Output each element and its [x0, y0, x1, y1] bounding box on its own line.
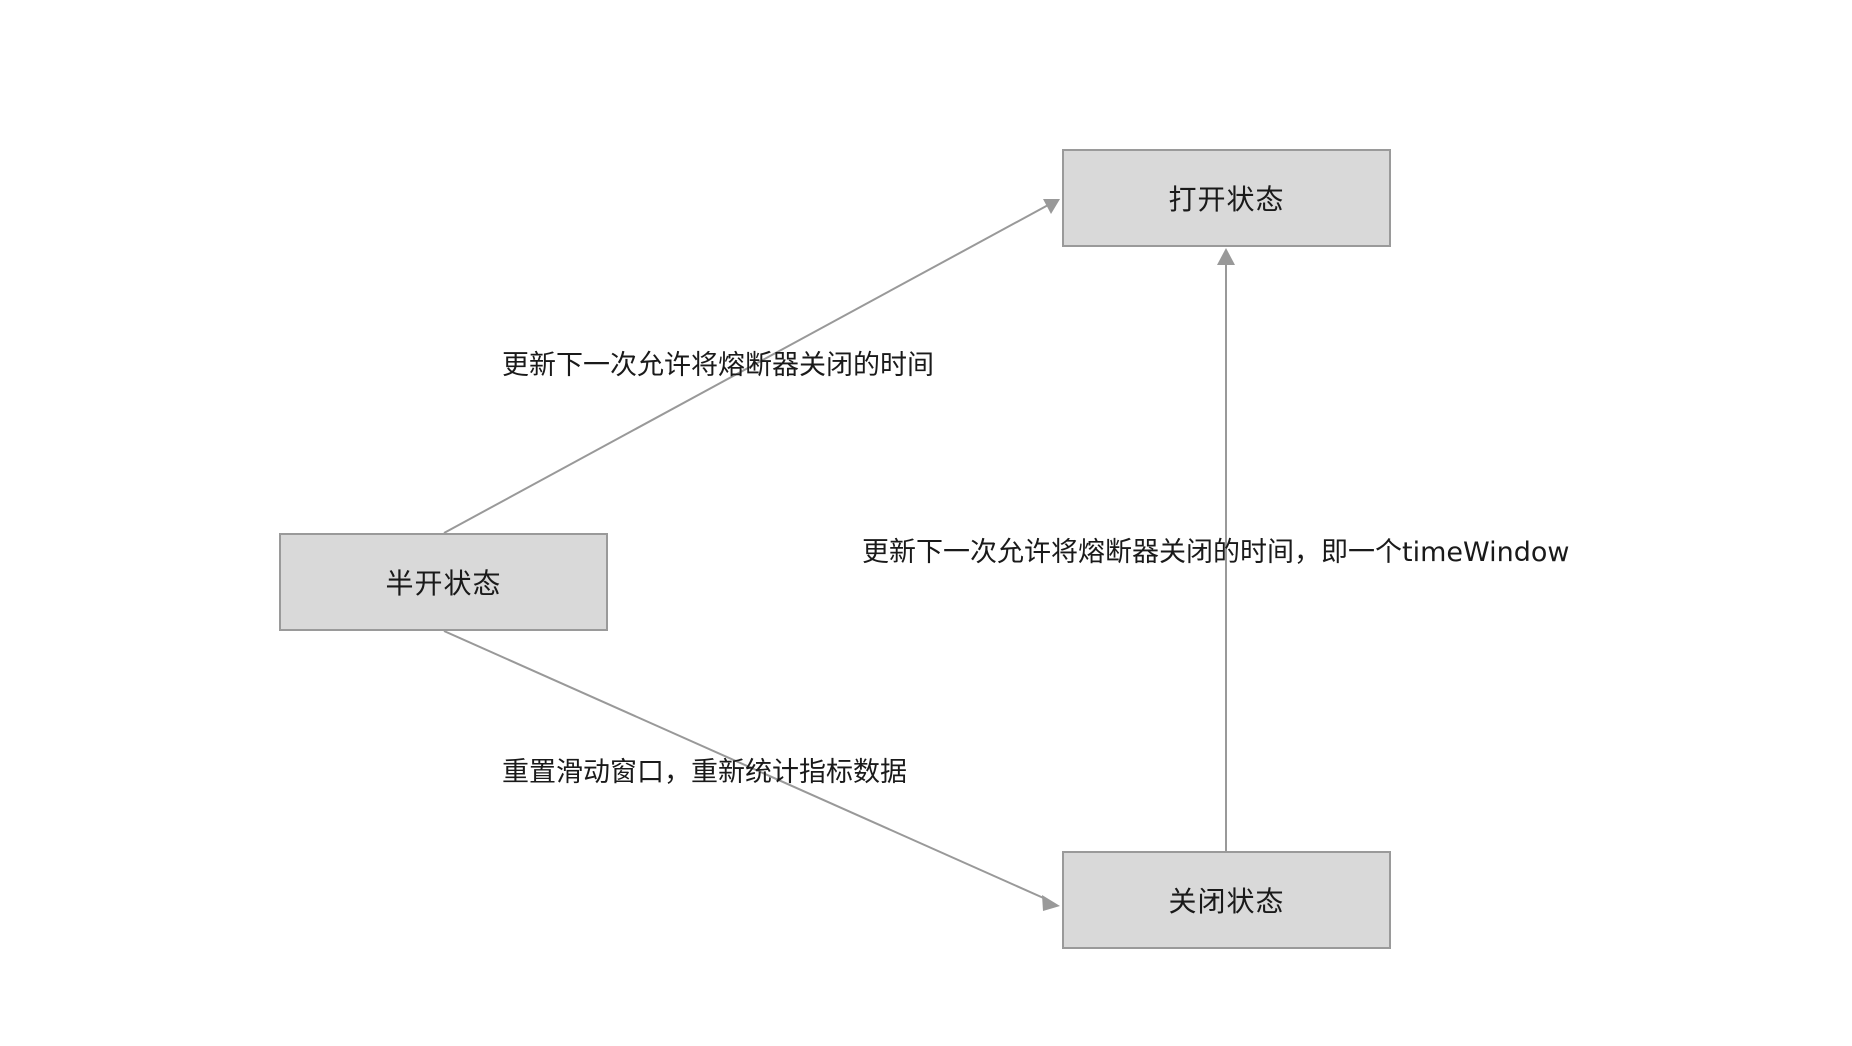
edge-label-half-to-closed: 重置滑动窗口，重新统计指标数据: [502, 757, 907, 788]
edge-half-to-closed: [443, 630, 1049, 901]
node-label: 半开状态: [385, 567, 502, 600]
arrowhead-icon: [1043, 199, 1060, 214]
arrowhead-icon: [1042, 895, 1060, 911]
node-open-state: 打开状态: [1062, 149, 1391, 247]
node-closed-state: 关闭状态: [1062, 851, 1391, 949]
node-label: 打开状态: [1168, 183, 1285, 216]
arrowhead-icon: [1217, 248, 1235, 265]
edge-label-half-to-open: 更新下一次允许将熔断器关闭的时间: [502, 350, 934, 381]
edge-half-to-open: [443, 203, 1051, 534]
edge-label-closed-to-open: 更新下一次允许将熔断器关闭的时间，即一个timeWindow: [862, 537, 1570, 568]
node-label: 关闭状态: [1168, 885, 1285, 918]
node-half-open-state: 半开状态: [279, 533, 608, 631]
